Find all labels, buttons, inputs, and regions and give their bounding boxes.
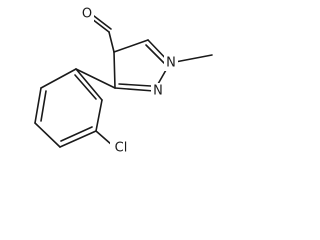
- bond-ph1-ph2: [40, 68, 77, 89]
- bond-ph2-ph3: [34, 87, 42, 124]
- bond-aldehyde-c-o-double: [93, 15, 112, 30]
- bond-c4-c5: [113, 39, 149, 53]
- bond-ph5-ph6: [95, 99, 103, 132]
- label-bg-n1: [164, 55, 178, 71]
- label-bg-cl: [110, 140, 132, 156]
- bond-ph6-ph1-inner: [74, 74, 97, 100]
- bond-n2-c3: [114, 87, 155, 92]
- atom-label-oxygen: O: [82, 7, 92, 22]
- bond-c4-cho: [108, 31, 115, 53]
- bond-ph2-ph3-inner: [40, 90, 47, 122]
- bond-ph4-ph5-inner: [60, 126, 93, 142]
- atom-label-nitrogen-1: N: [166, 56, 176, 71]
- bond-n2-c3-double: [118, 83, 152, 87]
- bond-ph5-cl: [95, 130, 113, 146]
- bond-aldehyde-c-o: [91, 18, 110, 33]
- bond-ph3-ph4: [34, 122, 61, 148]
- bond-c3-phenyl: [75, 68, 116, 89]
- bond-ph6-ph1: [75, 68, 103, 101]
- label-bg-o: [80, 6, 94, 22]
- atom-label-nitrogen-2: N: [153, 84, 163, 99]
- chemical-structure-diagram: O N N Cl: [34, 6, 213, 156]
- atom-label-chlorine: Cl: [115, 141, 128, 156]
- bond-c3-c4: [113, 51, 116, 89]
- label-bg-n2: [151, 83, 165, 99]
- bond-c5-n1-double: [145, 44, 165, 64]
- bond-ph4-ph5: [59, 130, 97, 148]
- diagram-canvas: O N N Cl: [0, 0, 214, 160]
